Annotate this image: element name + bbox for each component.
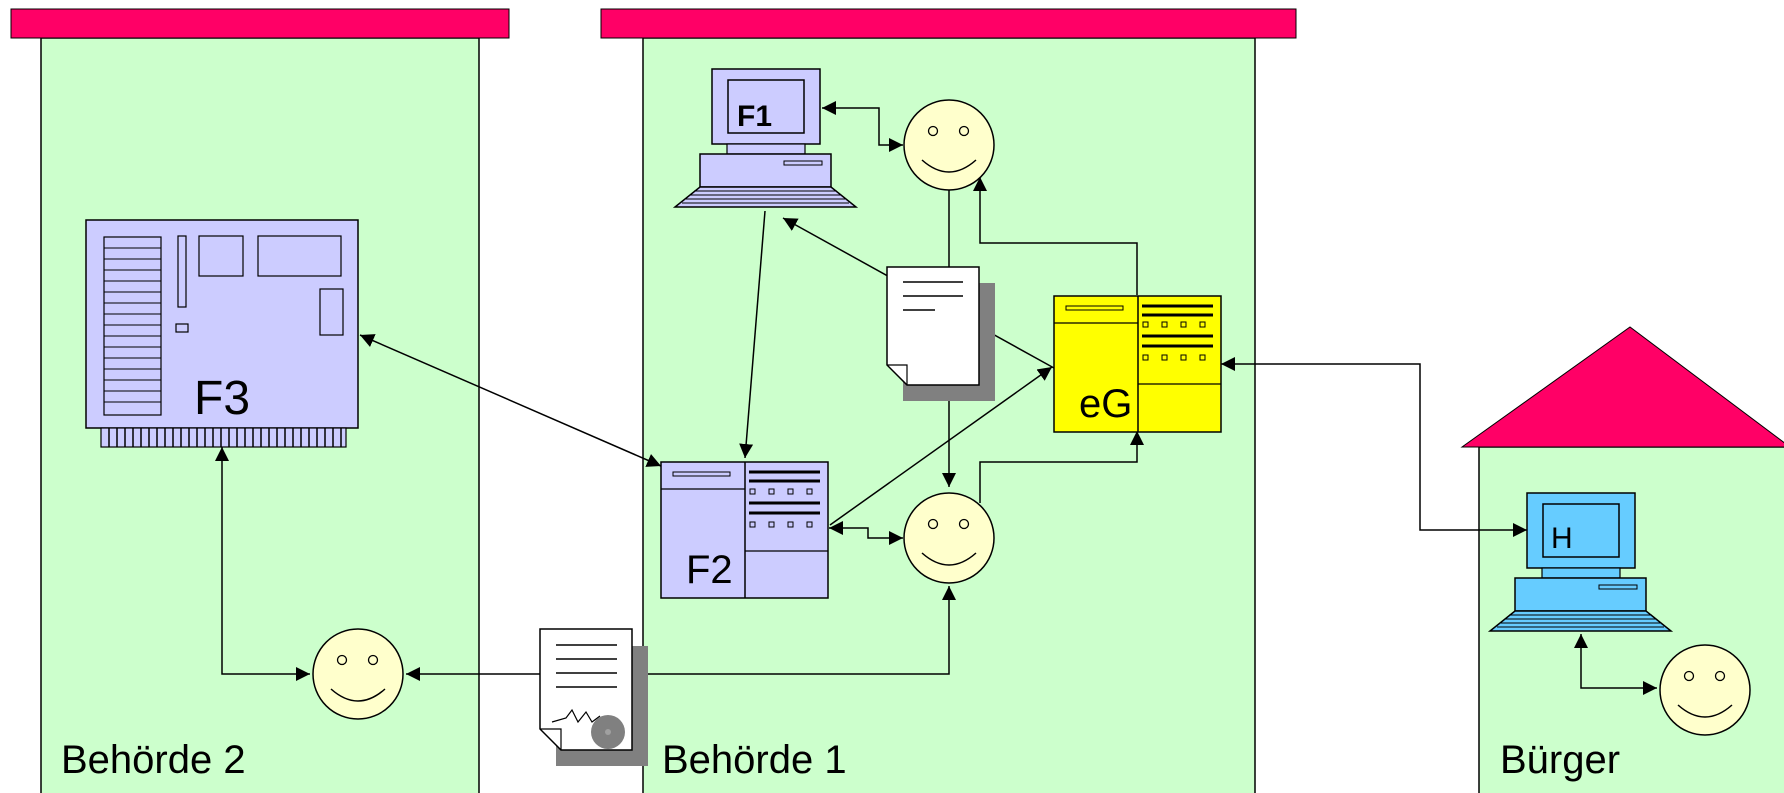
smiley-face-icon-person-2 <box>903 492 995 584</box>
roof-behoerde-2 <box>10 8 510 39</box>
device-label-f1: F1 <box>737 100 772 133</box>
link-f3-person3 <box>215 447 310 681</box>
document-icon <box>886 266 995 401</box>
link-f3-f2 <box>359 334 662 467</box>
server-icon-eg <box>1053 295 1222 433</box>
device-label-f3: F3 <box>194 372 250 425</box>
desktop-computer-icon-f1 <box>672 68 859 208</box>
building-label-behoerde-1: Behörde 1 <box>662 738 847 782</box>
device-label-h: H <box>1551 522 1573 555</box>
roof-behoerde-1 <box>600 8 1297 39</box>
link-f2-person2 <box>829 521 903 545</box>
smiley-face-icon-person-1 <box>903 99 995 191</box>
link-eg-person1 <box>973 177 1138 295</box>
circuit-board-icon-f3 <box>85 219 359 448</box>
server-icon-f2 <box>660 461 829 599</box>
building-label-buerger: Bürger <box>1500 738 1620 782</box>
smiley-face-icon-person-4 <box>1659 644 1751 736</box>
signed-document-icon <box>539 628 648 766</box>
device-label-eg: eG <box>1079 382 1132 426</box>
link-f1-f2 <box>739 210 766 459</box>
roof-buerger <box>1460 326 1784 448</box>
link-person2-eg <box>979 431 1144 503</box>
device-label-f2: F2 <box>686 548 733 592</box>
link-h-person4 <box>1574 634 1657 695</box>
building-label-behoerde-2: Behörde 2 <box>61 738 246 782</box>
link-eg-h <box>1221 357 1527 537</box>
link-sigdoc-person2 <box>646 586 956 675</box>
smiley-face-icon-person-3 <box>312 628 404 720</box>
link-f1-person1 <box>822 101 903 152</box>
desktop-computer-icon-h <box>1487 492 1674 632</box>
link-f2-eg <box>829 366 1053 526</box>
